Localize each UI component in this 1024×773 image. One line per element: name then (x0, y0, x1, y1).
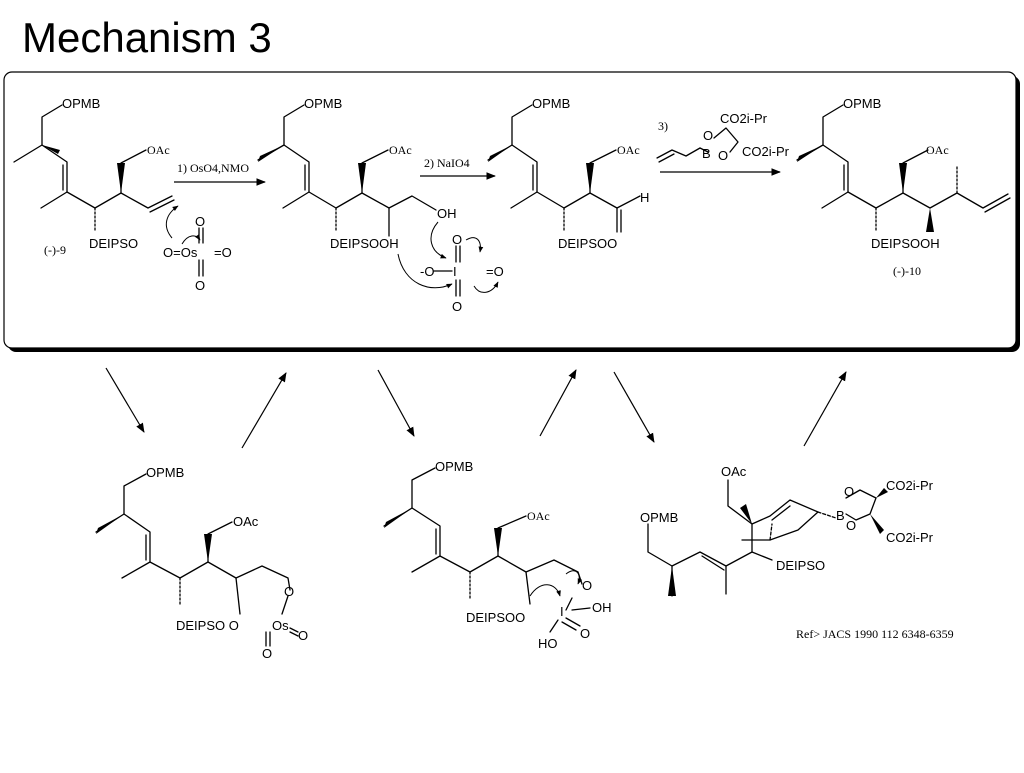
label-deipsoo: DEIPSOO (466, 610, 525, 625)
periodate-top: O (452, 232, 462, 247)
intermediate-osmate: OPMB OAc DEIPSO O Os O O O (95, 465, 308, 661)
step2-label: 2) NaIO4 (424, 156, 470, 170)
compound-start-label: (-)-9 (44, 243, 66, 257)
oso4-bottom: O (195, 278, 205, 293)
label-co2ipr-2: CO2i-Pr (886, 530, 934, 545)
label-oac: OAc (147, 143, 170, 157)
label-oac: OAc (617, 143, 640, 157)
label-oh: OH (437, 206, 457, 221)
label-o-bottom: O (846, 518, 856, 533)
label-os: Os (272, 618, 289, 633)
label-oac: OAc (389, 143, 412, 157)
oso4-right: =O (214, 245, 232, 260)
label-o-bottom: O (262, 646, 272, 661)
slide-title: Mechanism 3 (22, 14, 272, 61)
step1-label: 1) OsO4,NMO (177, 161, 249, 175)
periodate-right: =O (486, 264, 504, 279)
oso4-left: O=Os (163, 245, 198, 260)
molecule-diol: OPMB OAc DEIPSOOH OH (257, 96, 457, 251)
label-opmb: OPMB (532, 96, 570, 111)
reaction-box (3, 71, 1017, 349)
label-aldehyde-h: H (640, 190, 649, 205)
boronate-reagent: 3) B O O CO2i-Pr CO2i-Pr (656, 111, 790, 163)
label-opmb: OPMB (62, 96, 100, 111)
label-deipsooh: DEIPSOOH (871, 236, 940, 251)
arrow-down-2 (377, 369, 415, 437)
reference: Ref> JACS 1990 112 6348-6359 (796, 627, 954, 641)
arrow-down-3 (613, 371, 655, 443)
boronate-co2ipr-2: CO2i-Pr (742, 144, 790, 159)
molecule-aldehyde: OPMB OAc DEIPSOO H (487, 96, 649, 251)
label-o-top: O (844, 484, 854, 499)
arrow-down-1 (105, 367, 145, 433)
label-ho: HO (538, 636, 558, 651)
molecule-start: OPMB OAc DEIPSO (-)-9 (13, 96, 175, 257)
arrow-up-2 (539, 369, 577, 437)
label-opmb: OPMB (843, 96, 881, 111)
intermediate-transition-state: OAc OPMB DEIPSO B O O CO2i-Pr CO2i-Pr (640, 464, 934, 597)
label-deipso-o: DEIPSO O (176, 618, 239, 633)
label-co2ipr-1: CO2i-Pr (886, 478, 934, 493)
arrow-up-1 (241, 372, 287, 449)
label-oac: OAc (721, 464, 747, 479)
label-oac: OAc (233, 514, 259, 529)
label-o-ring: O (582, 578, 592, 593)
compound-end-label: (-)-10 (893, 264, 921, 278)
boronate-o1: O (703, 128, 713, 143)
label-o-right: O (298, 628, 308, 643)
label-deipsooh: DEIPSOOH (330, 236, 399, 251)
label-oac: OAc (527, 509, 550, 523)
periodate-ominus: -O (420, 264, 434, 279)
label-deipsoo: DEIPSOO (558, 236, 617, 251)
label-opmb: OPMB (435, 459, 473, 474)
oso4-reagent: O=Os =O O O (163, 205, 232, 293)
step3-label: 3) (658, 119, 668, 133)
label-oh: OH (592, 600, 612, 615)
periodate-bottom: O (452, 299, 462, 314)
label-oac: OAc (926, 143, 949, 157)
boronate-co2ipr-1: CO2i-Pr (720, 111, 768, 126)
intermediate-periodate: OPMB OAc DEIPSOO I O OH O HO (383, 459, 612, 651)
boronate-o2: O (718, 148, 728, 163)
label-o-ring: O (284, 584, 294, 599)
label-opmb: OPMB (304, 96, 342, 111)
periodate-reagent: -O I =O O O (397, 221, 504, 314)
label-b: B (836, 508, 845, 523)
label-o-right: O (580, 626, 590, 641)
periodate-i: I (453, 264, 457, 279)
label-opmb: OPMB (640, 510, 678, 525)
label-deipso: DEIPSO (776, 558, 825, 573)
label-opmb: OPMB (146, 465, 184, 480)
arrow-up-3 (803, 371, 847, 447)
label-i: I (560, 604, 564, 619)
molecule-end: OPMB OAc DEIPSOOH (-)-10 (796, 96, 1011, 278)
boronate-b: B (702, 146, 711, 161)
oso4-top: O (195, 214, 205, 229)
label-deipso: DEIPSO (89, 236, 138, 251)
